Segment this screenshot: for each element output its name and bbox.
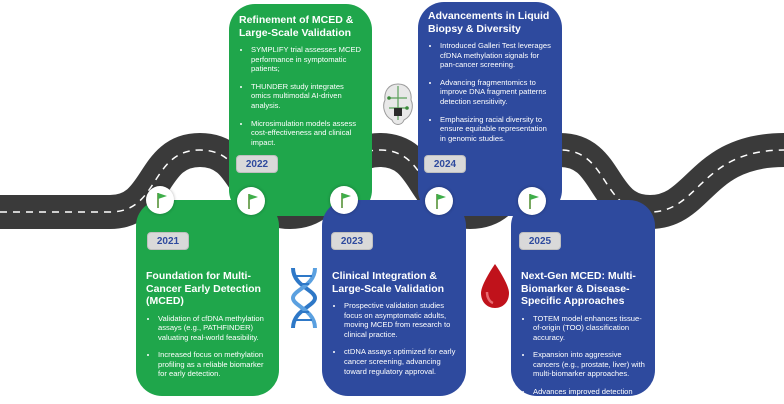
year-badge-2025: 2025 bbox=[519, 232, 561, 250]
milestone-2024-bullet: Emphasizing racial diversity to ensure e… bbox=[440, 115, 552, 144]
milestone-2023-bullet: Prospective validation studies focus on … bbox=[344, 301, 456, 339]
year-badge-2024: 2024 bbox=[424, 155, 466, 173]
milestone-2021-card: Foundation for Multi-Cancer Early Detect… bbox=[136, 200, 279, 396]
milestone-2022-card: Refinement of MCED & Large-Scale Validat… bbox=[229, 4, 372, 216]
blood-drop-icon bbox=[481, 264, 509, 308]
flag-icon bbox=[425, 187, 453, 215]
milestone-2023-bullet: ctDNA assays optimized for early cancer … bbox=[344, 347, 456, 376]
brain-circuit-icon bbox=[383, 83, 413, 125]
year-badge-2023: 2023 bbox=[331, 232, 373, 250]
milestone-2023-card: Clinical Integration & Large-Scale Valid… bbox=[322, 200, 466, 396]
milestone-2022-bullet: THUNDER study integrates omics multimoda… bbox=[251, 82, 362, 111]
milestone-2025-card: Next-Gen MCED: Multi-Biomarker & Disease… bbox=[511, 200, 655, 396]
dna-icon bbox=[290, 267, 318, 329]
year-badge-2022: 2022 bbox=[236, 155, 278, 173]
milestone-2021-title: Foundation for Multi-Cancer Early Detect… bbox=[146, 270, 261, 307]
milestone-2022-bullet: SYMPLIFY trial assesses MCED performance… bbox=[251, 45, 362, 74]
milestone-2025-bullet: TOTEM model enhances tissue-of-origin (T… bbox=[533, 314, 645, 343]
milestone-2024-bullet: Advancing fragmentomics to improve DNA f… bbox=[440, 78, 552, 107]
milestone-2022-title: Refinement of MCED & Large-Scale Validat… bbox=[239, 14, 354, 39]
milestone-2025-bullet: Expansion into aggressive cancers (e.g.,… bbox=[533, 350, 645, 379]
milestone-2025-title: Next-Gen MCED: Multi-Biomarker & Disease… bbox=[521, 270, 636, 307]
year-badge-2021: 2021 bbox=[147, 232, 189, 250]
milestone-2024-bullet: Introduced Galleri Test leverages cfDNA … bbox=[440, 41, 552, 70]
milestone-2023-title: Clinical Integration & Large-Scale Valid… bbox=[332, 270, 445, 295]
milestone-2025-bullet: Advances improved detection sensitivity … bbox=[533, 387, 645, 396]
milestone-2021-bullet: Validation of cfDNA methylation assays (… bbox=[158, 314, 269, 343]
milestone-2024-title: Advancements in Liquid Biopsy & Diversit… bbox=[428, 10, 550, 35]
flag-icon bbox=[330, 186, 358, 214]
milestone-2021-bullet: Increased focus on methylation profiling… bbox=[158, 350, 269, 379]
flag-icon bbox=[146, 186, 174, 214]
flag-icon bbox=[237, 187, 265, 215]
milestone-2022-bullet: Microsimulation models assess cost-effec… bbox=[251, 119, 362, 148]
milestone-2024-card: Advancements in Liquid Biopsy & Diversit… bbox=[418, 2, 562, 216]
flag-icon bbox=[518, 187, 546, 215]
